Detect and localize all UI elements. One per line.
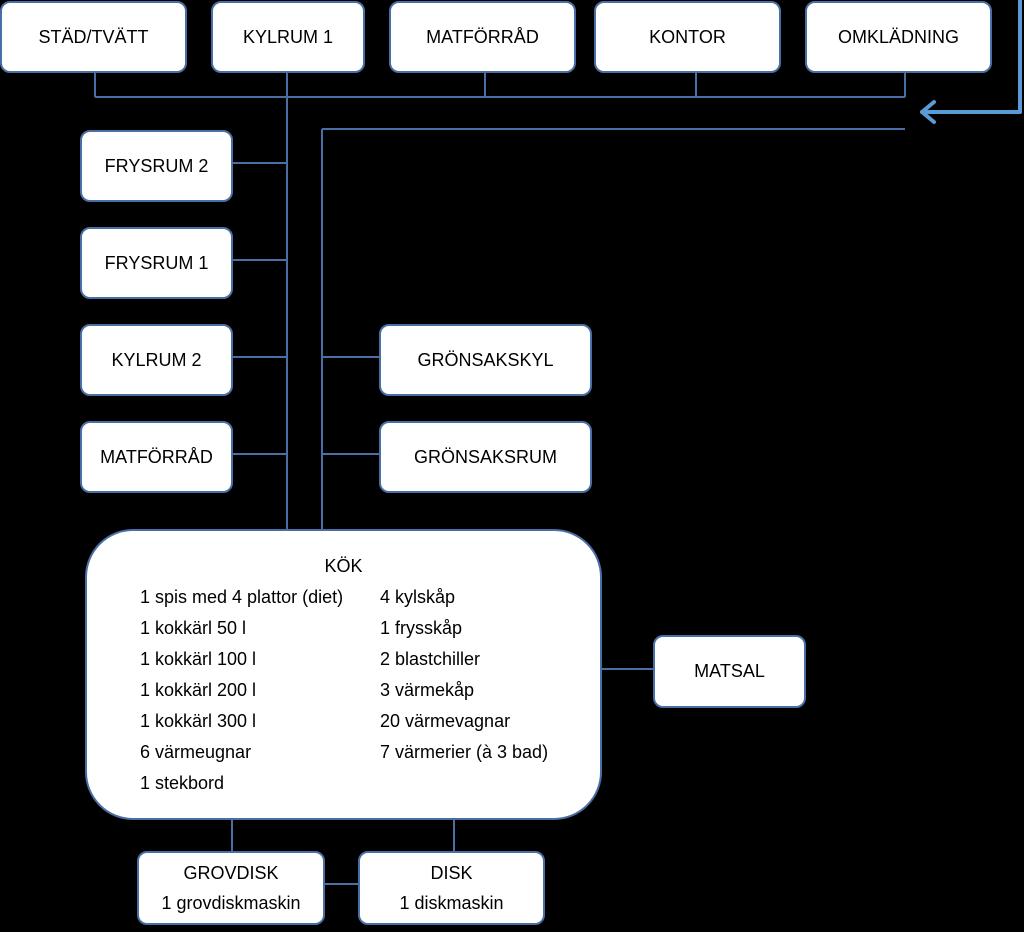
equipment-item: 20 värmevagnar	[380, 711, 511, 731]
room-label: GROVDISK	[183, 863, 279, 883]
equipment-item: 1 kokkärl 100 l	[140, 649, 257, 669]
room-label: GRÖNSAKSKYL	[417, 349, 554, 370]
room-kok: KÖK 1 spis med 4 plattor (diet) 1 kokkär…	[85, 529, 602, 820]
room-stad-tvatt: STÄD/TVÄTT	[0, 1, 187, 73]
room-matforrad-top: MATFÖRRÅD	[389, 1, 576, 73]
room-label: MATFÖRRÅD	[100, 446, 213, 467]
room-label: STÄD/TVÄTT	[38, 26, 149, 47]
room-gronsaksrum: GRÖNSAKSRUM	[379, 421, 592, 493]
room-omkladning: OMKLÄDNING	[805, 1, 992, 73]
equipment-item: 1 frysskåp	[380, 618, 463, 638]
kitchen-equipment-right: 4 kylskåp 1 frysskåp 2 blastchiller 3 vä…	[380, 586, 548, 772]
room-equipment: 1 grovdiskmaskin	[161, 893, 301, 913]
room-equipment: 1 diskmaskin	[399, 893, 504, 913]
room-label: KYLRUM 2	[111, 349, 202, 370]
room-grovdisk: GROVDISK 1 grovdiskmaskin	[137, 851, 325, 925]
room-kylrum-1: KYLRUM 1	[211, 1, 365, 73]
equipment-item: 1 kokkärl 200 l	[140, 680, 257, 700]
room-disk: DISK 1 diskmaskin	[358, 851, 545, 925]
room-gronsakskyl: GRÖNSAKSKYL	[379, 324, 592, 396]
room-matforrad-left: MATFÖRRÅD	[80, 421, 233, 493]
room-label: MATFÖRRÅD	[426, 26, 539, 47]
equipment-item: 1 kokkärl 50 l	[140, 618, 247, 638]
room-label: OMKLÄDNING	[837, 26, 960, 47]
room-label: MATSAL	[694, 661, 765, 681]
room-matsal: MATSAL	[653, 635, 806, 708]
room-label: GRÖNSAKSRUM	[413, 446, 557, 467]
entrance-arrow	[920, 0, 1022, 124]
equipment-item: 2 blastchiller	[380, 649, 481, 669]
kitchen-title: KÖK	[324, 556, 363, 576]
equipment-item: 6 värmeugnar	[140, 742, 252, 762]
equipment-item: 1 spis med 4 plattor (diet)	[140, 587, 344, 607]
room-label: KYLRUM 1	[242, 26, 334, 47]
room-label: KONTOR	[649, 26, 726, 47]
room-label: DISK	[430, 863, 473, 883]
room-label: FRYSRUM 1	[104, 252, 209, 273]
equipment-item: 1 kokkärl 300 l	[140, 711, 257, 731]
equipment-item: 1 stekbord	[140, 773, 225, 793]
room-label: FRYSRUM 2	[104, 155, 209, 176]
equipment-item: 7 värmerier (à 3 bad)	[380, 742, 549, 762]
room-kylrum-2: KYLRUM 2	[80, 324, 233, 396]
room-frysrum-2: FRYSRUM 2	[80, 130, 233, 202]
equipment-item: 3 värmekåp	[380, 680, 475, 700]
room-kontor: KONTOR	[594, 1, 781, 73]
kitchen-equipment-left: 1 spis med 4 plattor (diet) 1 kokkärl 50…	[140, 586, 343, 803]
equipment-item: 4 kylskåp	[380, 587, 456, 607]
room-frysrum-1: FRYSRUM 1	[80, 227, 233, 299]
